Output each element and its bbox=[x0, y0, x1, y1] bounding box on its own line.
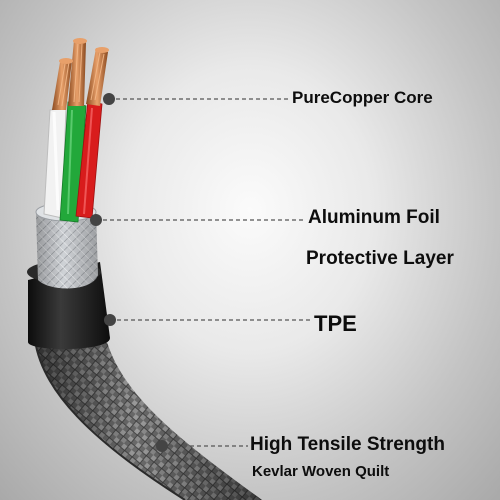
callout-dot-icon bbox=[104, 314, 116, 326]
label-protective-layer: Protective Layer bbox=[306, 248, 454, 269]
label-kevlar-woven-quilt: Kevlar Woven Quilt bbox=[252, 463, 390, 480]
insulated-wires bbox=[43, 99, 103, 223]
kevlar-braid-sheath bbox=[34, 335, 262, 500]
label-high-tensile-strength: High Tensile Strength bbox=[250, 434, 445, 455]
label-copper-core: PureCopper Core bbox=[292, 88, 433, 107]
copper-strands bbox=[52, 38, 109, 110]
callout-dot-icon bbox=[156, 440, 168, 452]
label-aluminum-foil: Aluminum Foil bbox=[308, 207, 440, 228]
callout-dot-icon bbox=[103, 93, 115, 105]
label-tpe: TPE bbox=[314, 311, 357, 336]
callout-dot-icon bbox=[90, 214, 102, 226]
